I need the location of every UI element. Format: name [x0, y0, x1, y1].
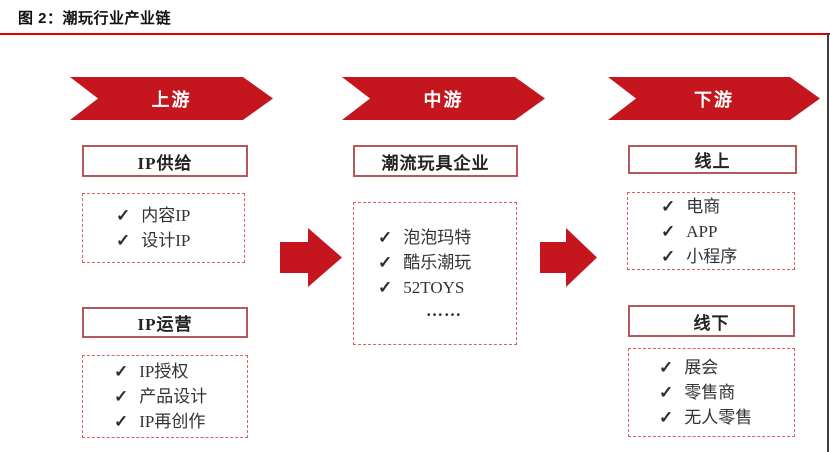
list-item-label: 零售商	[684, 383, 736, 402]
check-icon: ✓	[114, 412, 129, 431]
list-item-label: 无人零售	[684, 408, 753, 427]
right-arrow-icon	[280, 228, 342, 292]
list-item-label: IP再创作	[139, 412, 206, 431]
list-item: ✓ 产品设计	[114, 384, 247, 409]
list-item-label: 展会	[684, 358, 719, 377]
list-item: ✓ 零售商	[659, 380, 794, 405]
list-item-label: IP授权	[139, 362, 189, 381]
check-icon: ✓	[378, 253, 393, 272]
header-offline-label: 线下	[693, 313, 730, 333]
banner-downstream: 下游	[608, 77, 820, 120]
list-item-label: 产品设计	[139, 387, 208, 406]
list-box-ip-operation: ✓ IP授权 ✓ 产品设计 ✓ IP再创作	[82, 355, 248, 438]
check-icon: ✓	[661, 221, 676, 241]
check-icon: ✓	[114, 362, 129, 381]
page-right-border	[827, 33, 829, 452]
list-item-label: 小程序	[686, 246, 738, 266]
check-icon: ✓	[661, 196, 676, 216]
check-icon: ✓	[116, 206, 131, 225]
list-item: ✓ 酷乐潮玩	[378, 250, 516, 275]
header-ip-operation-label: IP运营	[137, 315, 193, 334]
header-box-ip-supply: IP供给	[82, 145, 248, 177]
figure-title: 图 2：潮玩行业产业链	[18, 10, 172, 27]
list-box-toy-companies: ✓ 泡泡玛特 ✓ 酷乐潮玩 ✓ 52TOYS ……	[353, 202, 517, 345]
banner-upstream-label: 上游	[151, 89, 192, 110]
red-rule-divider	[0, 33, 830, 35]
list-box-ip-supply: ✓ 内容IP ✓ 设计IP	[82, 193, 245, 263]
list-item: ✓ 设计IP	[116, 228, 244, 253]
list-item-label: APP	[686, 221, 718, 241]
list-item: ✓ 52TOYS	[378, 275, 516, 300]
header-online-label: 线上	[694, 152, 731, 171]
list-item-label: 酷乐潮玩	[403, 253, 472, 272]
header-toy-companies-label: 潮流玩具企业	[381, 153, 490, 173]
header-box-online: 线上	[628, 145, 797, 174]
header-box-ip-operation: IP运营	[82, 307, 248, 338]
list-item: ✓ IP授权	[114, 359, 247, 384]
check-icon: ✓	[378, 228, 393, 247]
list-item-label: 内容IP	[141, 206, 191, 225]
list-item: ✓ 电商	[661, 194, 794, 219]
list-box-online: ✓ 电商 ✓ APP ✓ 小程序	[627, 192, 795, 270]
list-item: ✓ 展会	[659, 355, 794, 380]
list-item-label: 泡泡玛特	[403, 228, 472, 247]
header-ip-supply-label: IP供给	[137, 153, 193, 173]
check-icon: ✓	[659, 383, 674, 402]
list-item-label: 设计IP	[141, 231, 191, 250]
header-box-offline: 线下	[628, 305, 795, 337]
banner-midstream: 中游	[342, 77, 545, 120]
ellipsis-more: ……	[426, 301, 462, 320]
check-icon: ✓	[378, 278, 393, 297]
banner-downstream-label: 下游	[694, 89, 734, 110]
list-item: ✓ 无人零售	[659, 405, 794, 430]
list-item: ✓ 内容IP	[116, 203, 244, 228]
check-icon: ✓	[661, 246, 676, 266]
check-icon: ✓	[116, 231, 131, 250]
right-arrow-icon	[540, 228, 597, 292]
list-item: ✓ IP再创作	[114, 409, 247, 434]
list-item: ✓ 小程序	[661, 244, 794, 269]
check-icon: ✓	[659, 358, 674, 377]
list-item: ✓ 泡泡玛特	[378, 225, 516, 250]
header-box-toy-companies: 潮流玩具企业	[353, 145, 518, 177]
banner-upstream: 上游	[70, 77, 273, 120]
list-item: ✓ APP	[661, 219, 794, 244]
list-box-offline: ✓ 展会 ✓ 零售商 ✓ 无人零售	[628, 348, 795, 437]
list-item-label: 52TOYS	[403, 278, 465, 297]
list-item-label: 电商	[686, 196, 721, 216]
check-icon: ✓	[114, 387, 129, 406]
banner-midstream-label: 中游	[423, 89, 464, 110]
check-icon: ✓	[659, 408, 674, 427]
